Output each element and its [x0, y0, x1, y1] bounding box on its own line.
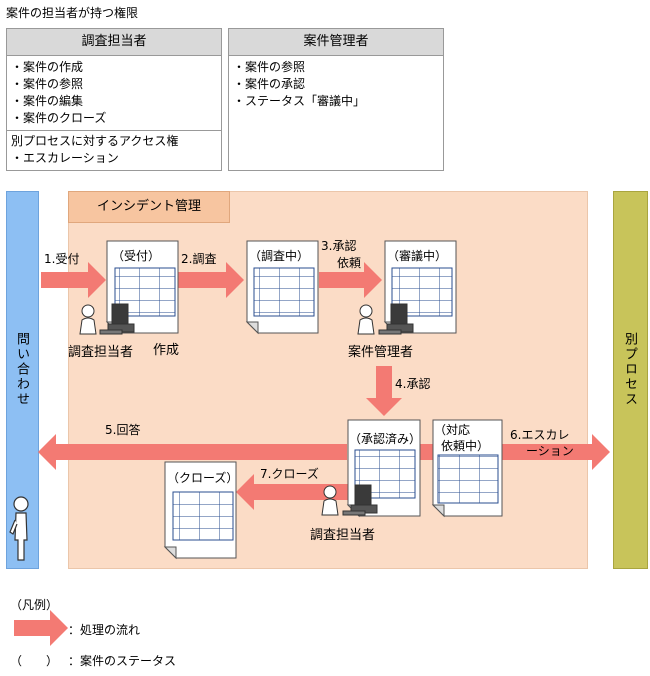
permission-item: ・案件の参照: [11, 77, 84, 91]
step-7-label: 7.クローズ: [260, 467, 319, 481]
step-2-label: 2.調査: [181, 252, 217, 266]
permission-item: ・案件のクローズ: [11, 111, 107, 125]
other-process-lane-label: 別プロセス: [622, 332, 637, 407]
investigator-bottom-computer-icon: [321, 484, 378, 516]
step-5-label: 5.回答: [105, 423, 141, 437]
doc-investigating-status: （調査中）: [249, 249, 310, 263]
step-4-label: 4.承認: [395, 377, 431, 391]
legend-arrow-description: ：処理の流れ: [68, 623, 141, 637]
arrow-2-investigate: [178, 262, 244, 298]
doc-investigating: [245, 240, 319, 335]
investigator-role-box: 調査担当者 ・案件の作成 ・案件の参照 ・案件の編集 ・案件のクローズ 別プロセ…: [6, 28, 222, 171]
investigator-bottom-label: 調査担当者: [310, 528, 376, 543]
access-right-item: ・エスカレーション: [11, 151, 119, 165]
investigator-permission-list: ・案件の作成 ・案件の参照 ・案件の編集 ・案件のクローズ: [7, 56, 221, 130]
doc-deliberating-status: （審議中）: [387, 249, 448, 263]
manager-computer-icon: [357, 303, 414, 335]
permission-item: ・案件の承認: [233, 77, 306, 91]
arrow-5-reply: [38, 434, 347, 470]
doc-handling-requested: [431, 419, 503, 518]
legend-paren-description: ：案件のステータス: [68, 654, 177, 668]
arrow-4-approve: [366, 366, 402, 416]
doc-closed: [163, 461, 237, 560]
arrow-6-escalation: [420, 434, 610, 470]
create-label: 作成: [153, 343, 180, 358]
investigator-top-label: 調査担当者: [68, 345, 134, 360]
manager-role-box: 案件管理者 ・案件の参照 ・案件の承認 ・ステータス「審議中」: [228, 28, 444, 171]
doc-handling-status-line2: 依頼中）: [441, 439, 490, 453]
doc-closed-status: （クローズ）: [167, 471, 239, 485]
doc-handling-status-line1: （対応: [434, 423, 471, 437]
step-3-label-line1: 3.承認: [321, 239, 357, 253]
permission-item: ・案件の作成: [11, 60, 84, 74]
step-6-label-part2: ーション: [526, 444, 574, 458]
legend-paren-symbol: （ ）: [10, 654, 59, 668]
permission-item: ・案件の編集: [11, 94, 84, 108]
access-rights-heading: 別プロセスに対するアクセス権: [11, 134, 179, 148]
manager-label: 案件管理者: [348, 345, 414, 360]
doc-approved-status: （承認済み）: [349, 432, 422, 446]
investigator-computer-icon: [79, 303, 135, 335]
other-process-lane: 別プロセス: [613, 191, 648, 569]
legend-arrow: [14, 610, 68, 646]
step-3-label-line2: 依頼: [337, 256, 362, 270]
incident-management-label: インシデント管理: [68, 191, 230, 223]
step-6-label-part1: 6.エスカレ: [510, 428, 570, 442]
access-rights-section: 別プロセスに対するアクセス権 ・エスカレーション: [7, 130, 221, 169]
legend-heading: （凡例）: [10, 598, 59, 612]
manager-role-heading: 案件管理者: [229, 29, 443, 56]
arrow-7-close: [236, 474, 350, 510]
doc-received-status: （受付）: [112, 249, 161, 263]
page-title: 案件の担当者が持つ権限: [6, 6, 139, 20]
arrow-3-request-approval: [319, 262, 382, 298]
inquirer-person-icon: [9, 496, 29, 561]
arrow-1-receive: [41, 262, 106, 298]
investigator-role-heading: 調査担当者: [7, 29, 221, 56]
manager-permission-list: ・案件の参照 ・案件の承認 ・ステータス「審議中」: [229, 56, 443, 113]
permission-item: ・ステータス「審議中」: [233, 94, 366, 108]
permission-item: ・案件の参照: [233, 60, 306, 74]
step-1-label: 1.受付: [44, 252, 80, 266]
inquiry-lane-label: 問い合わせ: [14, 332, 29, 407]
